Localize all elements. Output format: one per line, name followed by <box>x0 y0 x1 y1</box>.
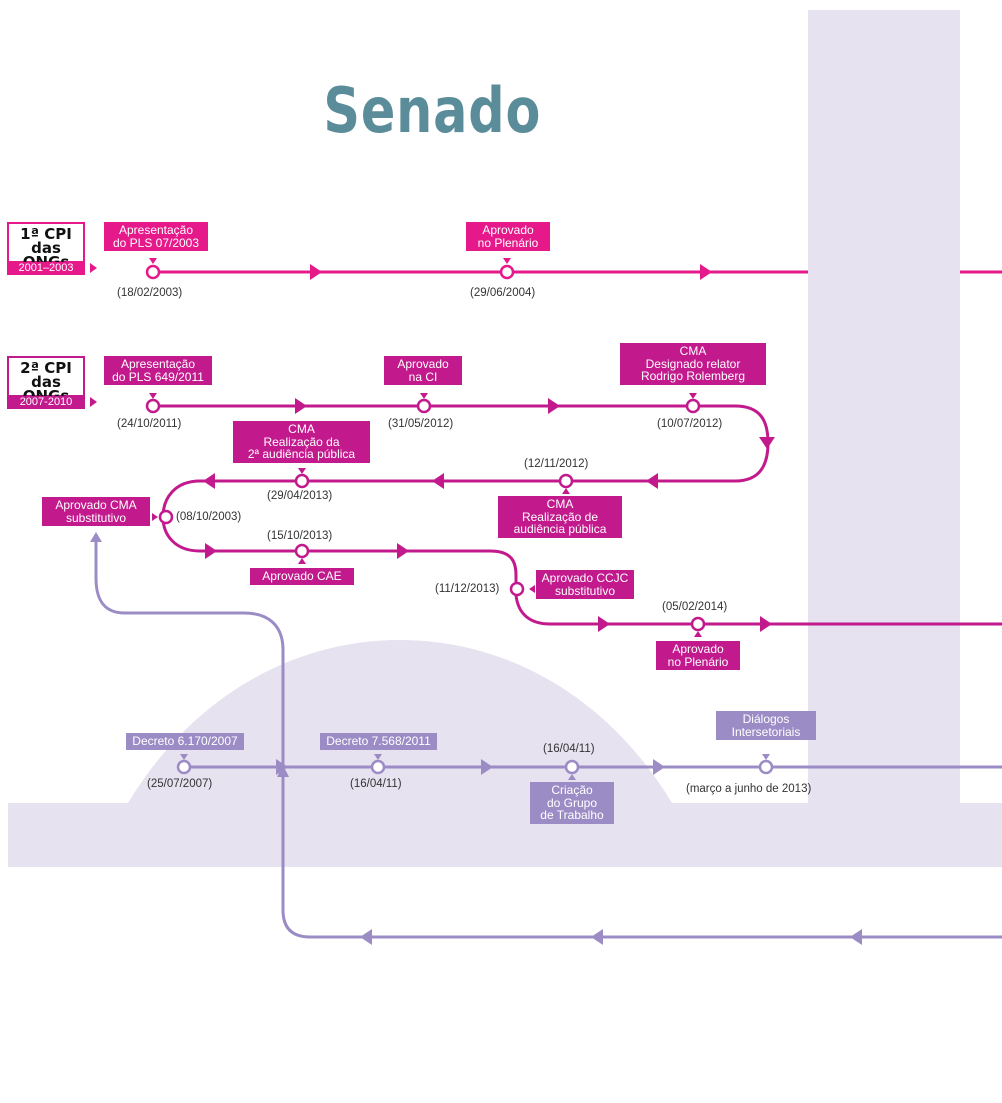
arrow-left-icon <box>203 473 215 489</box>
cpi1-line1: 1ª CPI <box>20 225 72 243</box>
cpi1-badge: 1ª CPI das ONGs 2001–2003 <box>7 222 85 275</box>
cpi2-badge: 2ª CPI das ONGs 2007-2010 <box>7 356 85 409</box>
arrow-right-icon <box>90 263 97 273</box>
milestone-node <box>564 759 580 775</box>
milestone-node <box>145 398 161 414</box>
milestone-node <box>370 759 386 775</box>
milestone-node <box>294 473 310 489</box>
arrow-left-icon <box>432 473 444 489</box>
pointer-icon <box>762 754 770 760</box>
aprovado-cma-date: (08/10/2003) <box>176 511 242 523</box>
pointer-icon <box>562 488 570 494</box>
cma-audiencia-date: (12/11/2012) <box>524 458 589 470</box>
milestone-node <box>509 581 525 597</box>
senate-dome-shape <box>128 640 672 803</box>
aprovado-plenario-pls649-date: (05/02/2014) <box>662 601 728 613</box>
milestone-node <box>145 264 161 280</box>
cpi2-years: 2007-2010 <box>7 396 85 409</box>
pointer-icon <box>149 393 157 399</box>
milestone-node <box>294 543 310 559</box>
aprovado-ccjc-date: (11/12/2013) <box>435 583 500 595</box>
milestone-node <box>158 509 174 525</box>
decreto-6170-label: Decreto 6.170/2007 <box>126 733 244 750</box>
milestone-node <box>416 398 432 414</box>
aprovado-plenario-pls07-date: (29/06/2004) <box>470 287 536 299</box>
arrow-right-icon <box>276 759 288 775</box>
cpi2-line1: 2ª CPI <box>20 359 72 377</box>
pointer-icon <box>152 513 158 521</box>
milestone-node <box>685 398 701 414</box>
arrow-right-icon <box>205 543 217 559</box>
aprovado-cae-date: (15/10/2013) <box>267 530 333 542</box>
cma-2a-audiencia-date: (29/04/2013) <box>267 490 333 502</box>
milestone-node <box>758 759 774 775</box>
arrow-right-icon <box>760 616 772 632</box>
aprovado-ci-date: (31/05/2012) <box>388 418 454 430</box>
arrow-up-icon <box>277 765 289 777</box>
pointer-icon <box>568 774 576 780</box>
arrow-down-icon <box>759 437 775 449</box>
decreto-6170-date: (25/07/2007) <box>147 778 213 790</box>
pointer-icon <box>149 258 157 264</box>
decreto-7568-date: (16/04/11) <box>350 778 402 790</box>
pointer-icon <box>180 754 188 760</box>
tower-shape <box>808 10 960 803</box>
milestone-node <box>690 616 706 632</box>
decreto-7568-label: Decreto 7.568/2011 <box>320 733 437 750</box>
page-title: Senado <box>323 74 542 147</box>
pointer-icon <box>694 631 702 637</box>
arrow-right-icon <box>700 264 712 280</box>
arrow-right-icon <box>653 759 665 775</box>
pls07-line <box>90 258 1002 280</box>
arrow-right-icon <box>598 616 610 632</box>
executive-bottom-line <box>176 754 1002 780</box>
arrow-right-icon <box>397 543 409 559</box>
pointer-icon <box>529 585 535 593</box>
congress-building-silhouette <box>8 10 1002 867</box>
executive-return-line <box>90 532 1002 945</box>
pointer-icon <box>298 468 306 474</box>
pointer-icon <box>503 258 511 264</box>
base-shape <box>8 803 1002 867</box>
arrow-right-icon <box>310 264 322 280</box>
grupo-trabalho-date: (16/04/11) <box>543 743 595 755</box>
milestone-node <box>499 264 515 280</box>
cma-relator-date: (10/07/2012) <box>657 418 723 430</box>
arrow-right-icon <box>548 398 560 414</box>
pointer-icon <box>298 558 306 564</box>
arrow-left-icon <box>360 929 372 945</box>
arrow-left-icon <box>850 929 862 945</box>
pls649-line <box>90 393 1002 637</box>
arrow-right-icon <box>90 397 97 407</box>
apresentacao-pls07-date: (18/02/2003) <box>117 287 183 299</box>
aprovado-cae-label: Aprovado CAE <box>250 568 354 585</box>
cpi1-years: 2001–2003 <box>7 262 85 275</box>
pointer-icon <box>689 393 697 399</box>
pointer-icon <box>374 754 382 760</box>
arrow-left-icon <box>646 473 658 489</box>
pointer-icon <box>420 393 428 399</box>
milestone-node <box>558 473 574 489</box>
dialogos-date: (março a junho de 2013) <box>686 783 812 795</box>
arrow-up-icon <box>90 532 102 542</box>
arrow-left-icon <box>591 929 603 945</box>
milestone-node <box>176 759 192 775</box>
apresentacao-pls649-date: (24/10/2011) <box>117 418 182 430</box>
arrow-right-icon <box>295 398 307 414</box>
arrow-right-icon <box>481 759 493 775</box>
